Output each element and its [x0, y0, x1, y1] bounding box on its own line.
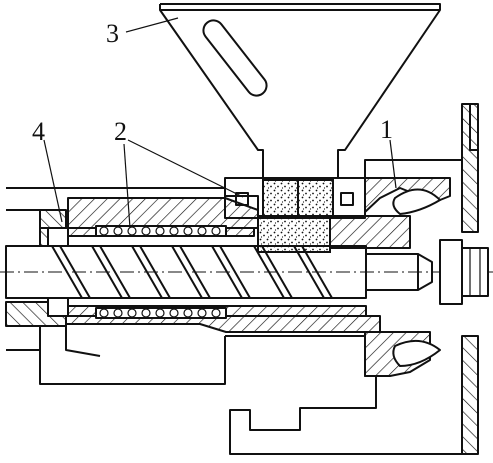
callout-labels: 1 2 3 4	[32, 19, 393, 146]
left-end-piece	[39, 209, 69, 317]
leader-1	[389, 139, 397, 189]
callout-1: 1	[380, 115, 393, 144]
hopper-slot	[202, 19, 268, 97]
callout-2: 2	[114, 117, 127, 146]
leader-4	[43, 139, 63, 223]
heater-coil-upper	[95, 225, 227, 237]
barrel-upper	[6, 159, 463, 249]
barrel-wall-upper	[67, 197, 259, 229]
barrel-lower	[5, 301, 463, 455]
leader-3	[125, 17, 179, 33]
leader-2b	[123, 143, 131, 229]
leader-lines	[43, 17, 397, 229]
material-granules	[262, 179, 299, 217]
hopper	[159, 3, 441, 178]
right-flange	[439, 103, 489, 455]
callout-4: 4	[32, 117, 45, 146]
leader-2a	[127, 139, 244, 198]
callout-3: 3	[106, 19, 119, 48]
heater-coil-lower	[95, 307, 227, 319]
